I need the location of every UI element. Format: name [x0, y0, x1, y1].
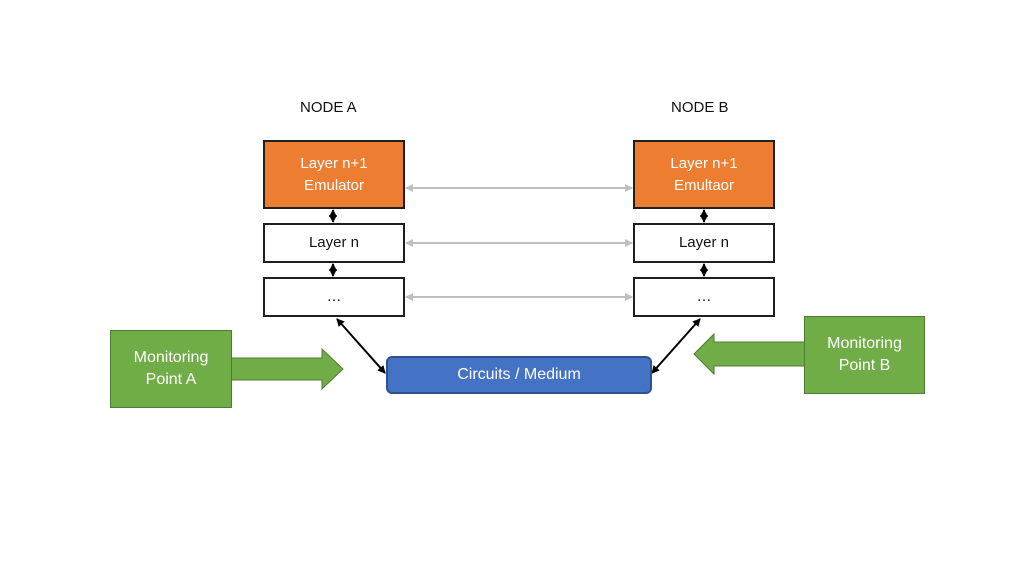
- node-a-emulator-line-1: Layer n+1: [300, 154, 368, 172]
- node-a-layer-n[interactable]: Layer n: [263, 223, 405, 263]
- node-a-medium-arrow: [336, 318, 386, 374]
- node-b-emulator-line-2: Emultaor: [673, 176, 735, 194]
- node-b-layer-n-label: Layer n: [678, 234, 730, 251]
- node-b-lower-layer[interactable]: …: [633, 277, 775, 317]
- node-a-emulator-line-2: Emulator: [303, 176, 365, 194]
- node-b-emulator-line-1: Layer n+1: [670, 154, 738, 172]
- node-a-emulator-layer[interactable]: Layer n+1 Emulator: [263, 140, 405, 209]
- node-a-lower-layer-label: …: [326, 288, 342, 305]
- node-b-lower-layer-label: …: [696, 288, 712, 305]
- node-a-lower-layer[interactable]: …: [263, 277, 405, 317]
- monitoring-point-b[interactable]: Monitoring Point B: [804, 316, 925, 394]
- node-b-layer-n[interactable]: Layer n: [633, 223, 775, 263]
- circuits-medium-box[interactable]: Circuits / Medium: [386, 356, 652, 394]
- monitor-b-arrow-icon: [693, 332, 809, 376]
- node-b-emulator-layer[interactable]: Layer n+1 Emultaor: [633, 140, 775, 209]
- node-a-layer-n-label: Layer n: [308, 234, 360, 251]
- circuits-medium-label: Circuits / Medium: [457, 366, 581, 383]
- monitoring-point-b-line-1: Monitoring: [827, 335, 902, 352]
- monitoring-point-b-line-2: Point B: [838, 357, 891, 374]
- node-b-medium-arrow: [651, 318, 701, 374]
- monitoring-point-a-line-2: Point A: [145, 371, 197, 388]
- monitoring-point-a-line-1: Monitoring: [133, 349, 209, 366]
- monitoring-point-a[interactable]: Monitoring Point A: [110, 330, 232, 408]
- node-a-title: NODE A: [300, 99, 357, 116]
- monitor-a-arrow-icon: [229, 347, 344, 391]
- node-b-title: NODE B: [671, 99, 729, 116]
